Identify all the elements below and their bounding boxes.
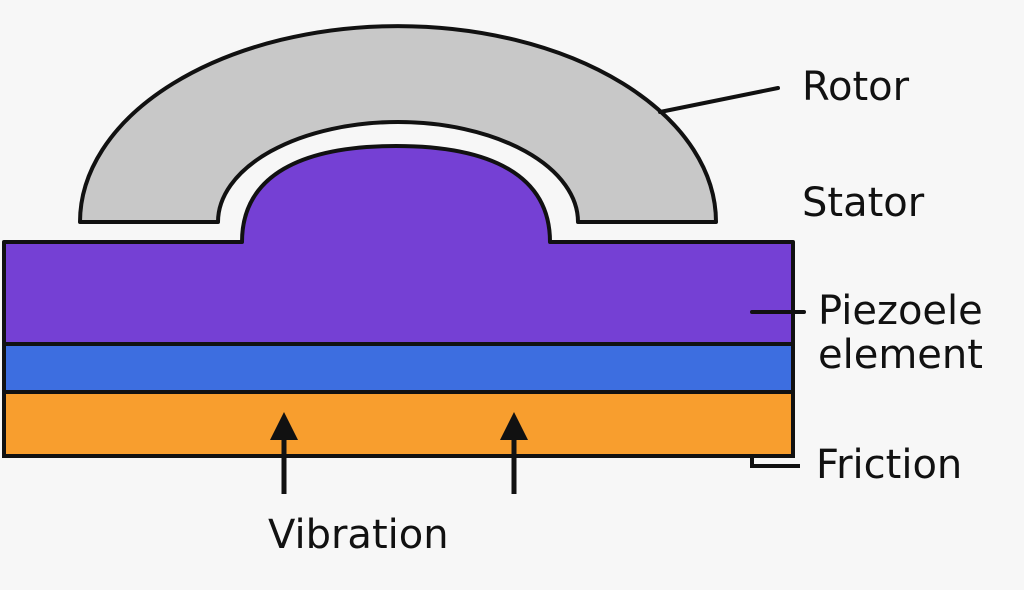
- vibration-arrow-right: [500, 412, 528, 494]
- piezoelectric-label-line2: element: [818, 332, 983, 378]
- friction-layer: [2, 390, 795, 458]
- piezoelectric-layer: [2, 342, 795, 394]
- rotor-label: Rotor: [802, 64, 910, 110]
- friction-label: Friction: [816, 442, 962, 488]
- friction-leader-line: [750, 458, 800, 468]
- vibration-arrow-left: [270, 412, 298, 494]
- stator-label: Stator: [802, 180, 925, 226]
- stator-shape: [2, 144, 795, 346]
- rotor-leader-line: [658, 86, 780, 114]
- rotor-shape: [78, 24, 718, 224]
- vibration-label: Vibration: [268, 512, 449, 558]
- piezoelectric-label-line1: Piezoele: [818, 288, 983, 334]
